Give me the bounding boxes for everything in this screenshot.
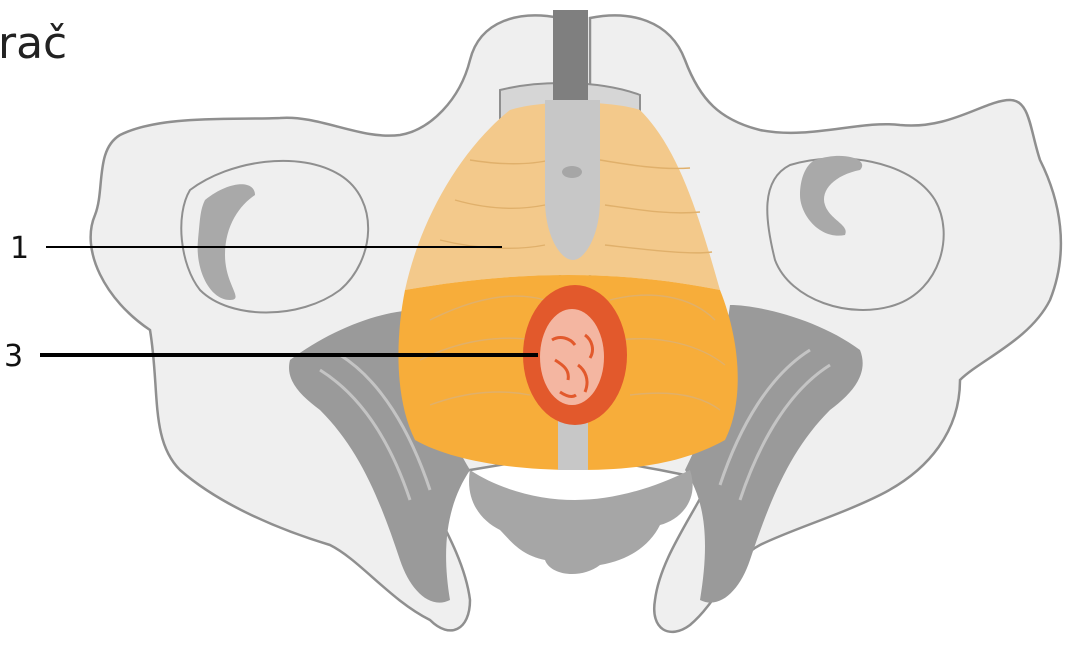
lower-channel (558, 420, 588, 470)
callout-label-1: 1 (10, 231, 29, 266)
callout-label-3: 3 (4, 339, 23, 374)
coccyx (469, 470, 693, 574)
central-channel (545, 100, 600, 260)
corner-text: rač (0, 18, 67, 69)
rectum-inner (540, 309, 604, 405)
urethral-opening (562, 166, 582, 178)
spinal-canal (553, 10, 588, 102)
